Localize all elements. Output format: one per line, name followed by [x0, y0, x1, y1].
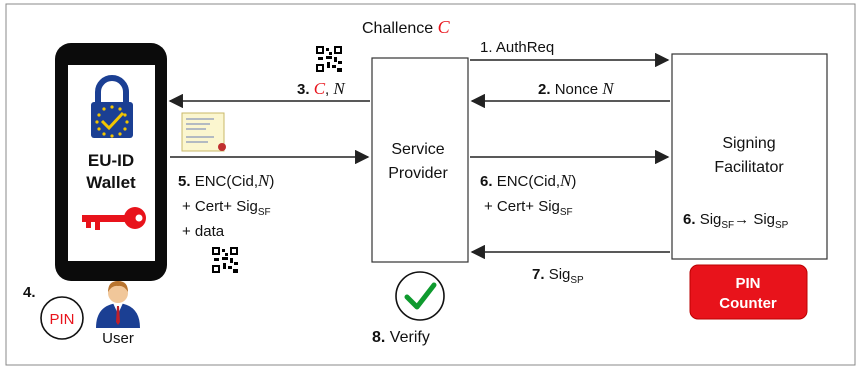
wallet-label-line2: Wallet	[86, 173, 136, 192]
qr-code-icon-bottom	[212, 247, 238, 273]
step5-line2: + Cert+ SigSF	[182, 198, 271, 218]
step8-label: 8. Verify	[372, 329, 430, 346]
outer-frame	[5, 3, 856, 366]
step1-label: 1. AuthReq	[480, 39, 554, 56]
challenge-label: Challence C	[362, 17, 451, 37]
eu-lock-icon	[91, 75, 133, 138]
facilitator-line1: Signing	[722, 135, 775, 152]
step6a-line1: 6. ENC(Cid,N)	[480, 171, 576, 190]
step6b-label: 6. SigSF→ SigSP	[683, 211, 789, 231]
certificate-icon	[181, 112, 226, 152]
qr-code-icon-top	[316, 46, 342, 72]
pin-counter-box	[689, 264, 808, 320]
step4-label: 4.	[23, 284, 36, 301]
user-icon	[96, 281, 140, 328]
pin-badge-label: PIN	[49, 311, 74, 328]
facilitator-line2: Facilitator	[714, 159, 784, 176]
service-provider-box	[371, 57, 469, 263]
pin-badge	[40, 296, 84, 340]
step5-line3: + data	[182, 223, 225, 240]
eu-id-wallet-phone: EU-ID Wallet	[55, 43, 167, 281]
service-provider-line2: Provider	[388, 165, 448, 182]
red-key-icon	[82, 207, 146, 230]
step7-label: 7. SigSP	[532, 266, 584, 286]
user-label: User	[102, 330, 134, 347]
service-provider-line1: Service	[391, 141, 444, 158]
signing-facilitator-box	[671, 53, 828, 260]
step3-label: 3. C, N	[297, 79, 346, 98]
pin-counter-line2: Counter	[719, 295, 777, 312]
step6a-line2: + Cert+ SigSF	[484, 198, 573, 218]
step5-line1: 5. ENC(Cid,N)	[178, 171, 274, 190]
verify-check-icon	[395, 271, 445, 321]
pin-counter-line1: PIN	[735, 275, 760, 292]
step2-label: 2. Nonce N	[538, 79, 615, 98]
wallet-label-line1: EU-ID	[88, 151, 134, 170]
